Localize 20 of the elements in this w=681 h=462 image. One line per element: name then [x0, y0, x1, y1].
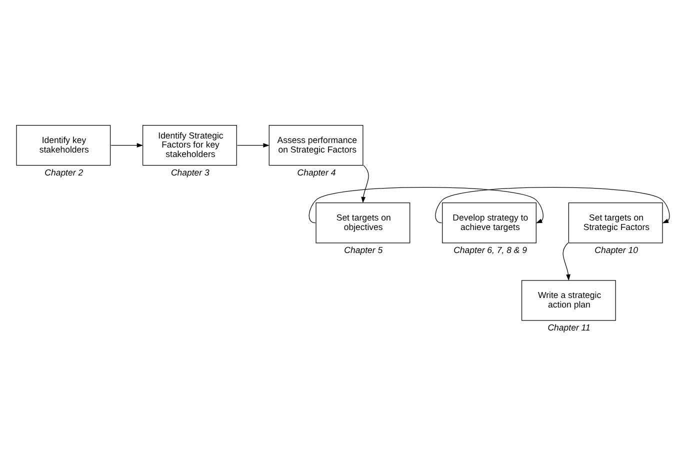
node-label: Chapter 6, 7, 8 & 9 — [454, 245, 528, 256]
node-label: Chapter 3 — [170, 167, 210, 178]
node-box: Assess performance on Strategic Factors — [268, 125, 364, 166]
arrow — [110, 143, 144, 148]
arrow — [435, 186, 670, 224]
arrow — [562, 242, 570, 281]
node-box: Develop strategy to achieve targets — [442, 202, 536, 244]
node-box: Set targets on Strategic Factors — [568, 202, 663, 244]
arrow — [361, 165, 369, 204]
node-label: Chapter 5 — [344, 245, 383, 256]
node-box: Set targets on objectives — [316, 202, 410, 244]
node-box: Identify key stakeholders — [16, 125, 111, 166]
node-label: Chapter 11 — [548, 322, 590, 333]
node-box: Write a strategic action plan — [521, 280, 616, 321]
arrow — [236, 143, 270, 148]
node-label: Chapter 10 — [594, 245, 638, 256]
node-label: Chapter 2 — [44, 167, 84, 178]
arrow — [308, 186, 544, 224]
node-label: Chapter 4 — [297, 167, 336, 178]
node-box: Identify Strategic Factors for key stakeholders — [142, 125, 237, 166]
